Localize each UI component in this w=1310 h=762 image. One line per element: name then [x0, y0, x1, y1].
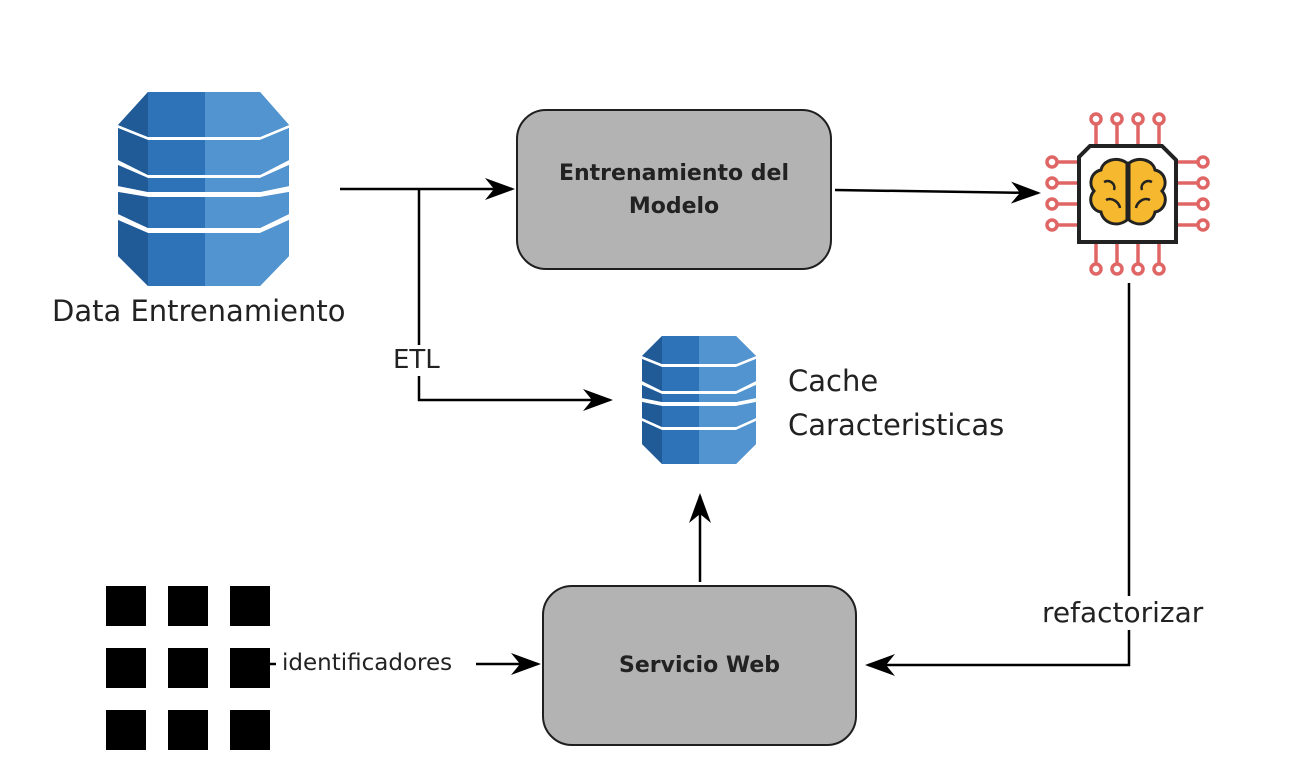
refactor-edge-label: refactorizar — [1040, 596, 1206, 630]
web-service-process: Servicio Web — [542, 585, 857, 746]
grid-cell — [230, 586, 270, 626]
etl-edge-label: ETL — [391, 345, 442, 377]
grid-cell — [168, 710, 208, 750]
grid-cell — [230, 648, 270, 688]
feature-cache-label: Cache Caracteristicas — [788, 364, 1005, 442]
grid-cell — [230, 710, 270, 750]
edges — [270, 178, 1131, 676]
model-training-label: Entrenamiento del Modelo — [558, 160, 790, 219]
feature-cache-database-icon — [642, 336, 756, 464]
grid-cell — [168, 648, 208, 688]
brain-chip-icon — [1045, 112, 1210, 276]
grid-cell — [106, 586, 146, 626]
model-training-process: Entrenamiento del Modelo — [516, 109, 832, 270]
grid-cell — [168, 586, 208, 626]
grid-cell — [106, 648, 146, 688]
training-data-label: Data Entrenamiento — [52, 294, 346, 328]
identifiers-edge-label: identificadores — [282, 650, 453, 676]
web-service-label: Servicio Web — [618, 653, 780, 678]
grid-cell — [106, 710, 146, 750]
training-data-database-icon — [118, 92, 289, 286]
identifiers-grid-icon — [106, 586, 270, 750]
